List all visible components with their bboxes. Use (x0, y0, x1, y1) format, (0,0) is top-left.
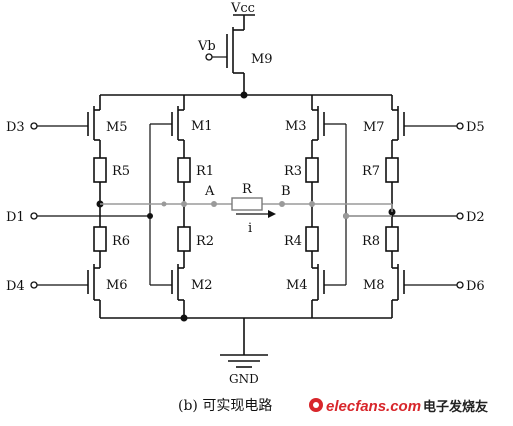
m8-label: M8 (363, 278, 385, 293)
transistor-m5 (30, 95, 101, 158)
resistor-r3 (305, 157, 319, 183)
node-a-dot (181, 201, 187, 207)
current-label: i (248, 221, 252, 236)
resistor-r (231, 197, 263, 211)
transistor-m7 (391, 95, 464, 158)
m5-label: M5 (106, 120, 128, 135)
vcc-rail (233, 14, 255, 30)
watermark-site: elecfans.com (326, 398, 421, 415)
r4-label: R4 (284, 234, 302, 249)
m9-label: M9 (251, 52, 273, 67)
resistor-r2 (177, 226, 191, 252)
ground-symbol (220, 318, 268, 368)
m2-label: M2 (191, 278, 213, 293)
gnd-label: GND (229, 372, 259, 386)
current-arrow-icon (236, 210, 276, 218)
transistor-m2 (150, 251, 185, 318)
watermark-cn: 电子发烧友 (423, 399, 488, 415)
figure-caption: (b) 可实现电路 (178, 398, 272, 414)
resistor-r1 (177, 157, 191, 183)
transistor-m1 (150, 95, 185, 158)
m4-label: M4 (286, 278, 308, 293)
transistor-m8 (391, 251, 464, 318)
r8-label: R8 (362, 234, 380, 249)
transistor-m6 (30, 251, 101, 318)
r7-label: R7 (362, 164, 380, 179)
junction-bottom (180, 314, 188, 322)
r6-label: R6 (112, 234, 130, 249)
m3-label: M3 (285, 119, 307, 134)
d3-label: D3 (6, 120, 25, 135)
resistor-r7 (385, 157, 399, 183)
vcc-label: Vcc (230, 1, 255, 16)
m6-label: M6 (106, 278, 128, 293)
resistor-r4 (305, 226, 319, 252)
r3-label: R3 (284, 164, 302, 179)
resistor-r5 (93, 157, 107, 183)
d1-label: D1 (6, 210, 25, 225)
transistor-m4 (311, 251, 346, 318)
r2-label: R2 (196, 234, 214, 249)
resistor-r6 (93, 226, 107, 252)
d2-label: D2 (466, 210, 485, 225)
node-b-dot (309, 201, 315, 207)
transistor-m3 (311, 95, 346, 158)
m1-label: M1 (191, 119, 213, 134)
junction-d1 (147, 213, 153, 219)
junction-top (240, 91, 248, 99)
d6-label: D6 (466, 279, 485, 294)
r-label: R (242, 182, 253, 197)
d4-label: D4 (6, 279, 25, 294)
r5-label: R5 (112, 164, 130, 179)
vb-label: Vb (197, 39, 216, 54)
m7-label: M7 (363, 120, 385, 135)
elecfans-logo-icon (309, 398, 323, 412)
transistor-m9 (205, 27, 245, 95)
node-b-label: B (281, 184, 291, 199)
r1-label: R1 (196, 164, 214, 179)
resistor-r8 (385, 226, 399, 252)
node-a-label: A (204, 184, 215, 199)
d5-label: D5 (466, 120, 485, 135)
